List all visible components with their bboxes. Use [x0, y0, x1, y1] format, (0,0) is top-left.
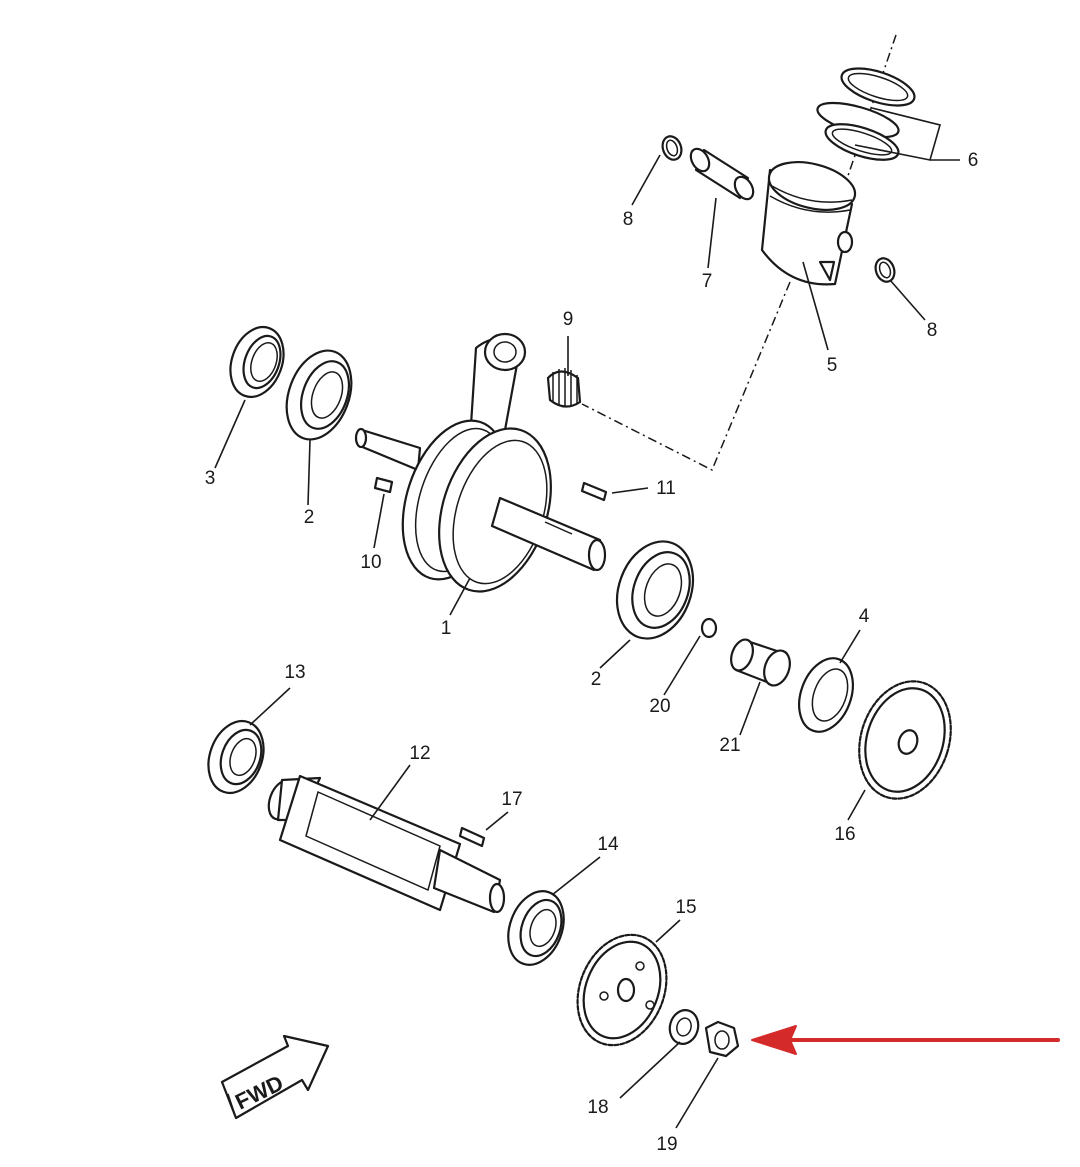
highlight-arrow: [751, 1025, 1060, 1055]
crankshaft: [354, 332, 607, 593]
callout-21: 21: [719, 735, 740, 756]
washer: [668, 1009, 700, 1045]
callout-7: 7: [702, 271, 713, 292]
callout-2-left: 2: [304, 507, 315, 528]
callout-4: 4: [859, 606, 870, 627]
callout-1: 1: [441, 618, 452, 639]
collar: [730, 638, 791, 687]
callout-10: 10: [360, 552, 381, 573]
callout-8-upper: 8: [623, 209, 634, 230]
bearing-2-right: [615, 540, 695, 640]
key-17: [458, 826, 486, 848]
callout-numbers: 1 2 2 3 4 5 6 7 8 8 9 10 11 12 13 14 15 …: [205, 150, 979, 1155]
callout-6: 6: [968, 150, 979, 171]
center-lines: [581, 34, 897, 472]
callout-13: 13: [284, 662, 305, 683]
piston-rings: [816, 67, 916, 161]
callout-19: 19: [656, 1134, 677, 1155]
callout-20: 20: [649, 696, 670, 717]
key-11: [580, 481, 608, 502]
gear-16: [858, 680, 952, 800]
callout-9: 9: [563, 309, 574, 330]
oil-seal-4: [798, 657, 854, 733]
bearing-14: [507, 890, 565, 966]
nut: [704, 1020, 740, 1058]
callout-17: 17: [501, 789, 522, 810]
needle-bearing: [546, 368, 582, 408]
piston-pin-clips: [661, 135, 896, 283]
piston: [760, 161, 857, 286]
bearing-2-left: [285, 349, 353, 441]
piston-pin: [689, 147, 755, 201]
callout-3: 3: [205, 468, 216, 489]
callout-18: 18: [587, 1097, 608, 1118]
fwd-arrow: FWD: [220, 1034, 330, 1120]
callout-2-right: 2: [591, 669, 602, 690]
o-ring: [700, 617, 718, 639]
callout-15: 15: [675, 897, 696, 918]
callout-14: 14: [597, 834, 619, 855]
callout-12: 12: [409, 743, 430, 764]
bearing-13: [207, 720, 265, 794]
key-10: [373, 476, 394, 494]
callout-16: 16: [834, 824, 855, 845]
leader-lines: [214, 107, 960, 1129]
oil-seal-3: [229, 326, 285, 398]
balancer-shaft: [267, 774, 506, 914]
callout-8-lower: 8: [927, 320, 938, 341]
callout-11: 11: [656, 478, 676, 499]
callout-5: 5: [827, 355, 838, 376]
gear-15: [576, 933, 668, 1047]
